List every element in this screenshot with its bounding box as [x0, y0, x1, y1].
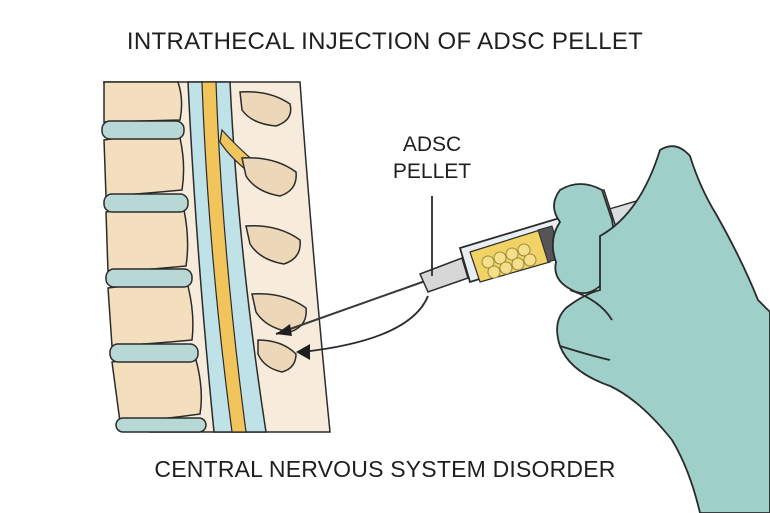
glove-finger-fold-2: [559, 345, 611, 361]
nerve-cord: [201, 81, 247, 433]
callout-line-1: ADSC: [402, 133, 462, 156]
spinous-process-3: [245, 225, 301, 265]
vertebra-4: [107, 283, 194, 347]
spinous-processes: [239, 91, 307, 373]
adsc-pellet-callout: ADSC PELLET: [372, 131, 492, 185]
needle-hub: [418, 257, 469, 293]
injection-site-arrow: [301, 295, 429, 353]
disc-1: [101, 120, 185, 140]
callout-line-2: PELLET: [392, 160, 472, 183]
disc-5: [115, 417, 207, 433]
diagram-caption: CENTRAL NERVOUS SYSTEM DISORDER: [154, 456, 616, 482]
spinous-process-1: [239, 91, 292, 127]
adsc-pellet-cells: [481, 243, 537, 279]
glove-palm: [556, 145, 770, 513]
injection-site-arrowhead: [296, 344, 310, 360]
callout-pointer: [301, 196, 433, 353]
gloved-hand: [551, 145, 770, 513]
disc-3: [105, 268, 193, 288]
intervertebral-discs: [101, 120, 207, 433]
needle: [275, 279, 429, 335]
vertebra-2: [103, 135, 185, 197]
vertebra-5: [111, 357, 203, 423]
spine-section: [101, 81, 331, 433]
spinous-process-5: [257, 339, 297, 373]
diagram-title: INTRATHECAL INJECTION OF ADSC PELLET: [126, 28, 644, 55]
spinous-process-2: [241, 157, 297, 197]
glove-finger-fold: [569, 289, 613, 321]
vertebra-3: [105, 207, 189, 273]
disc-4: [109, 343, 199, 363]
disc-2: [103, 193, 189, 213]
vertebra-1: [103, 81, 183, 123]
needle-tip-arrow: [276, 324, 292, 336]
